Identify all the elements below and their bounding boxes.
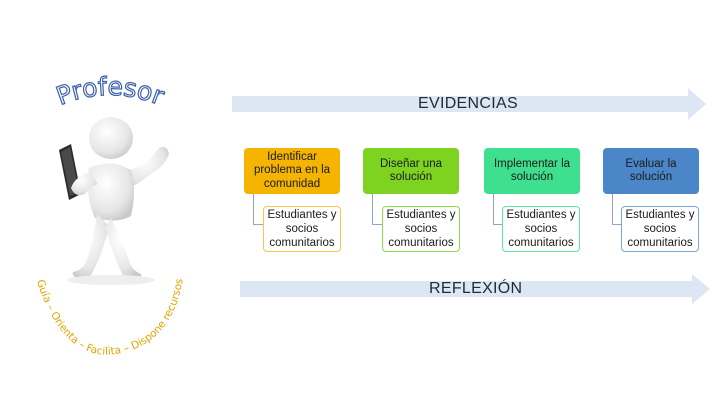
step-disenar: Diseñar una solución bbox=[363, 148, 459, 194]
substep-implementar-label: Estudiantes y socios comunitarios bbox=[506, 209, 576, 249]
substep-identificar: Estudiantes y socios comunitarios bbox=[263, 206, 341, 252]
step-identificar-label: Identificar problema en la comunidad bbox=[253, 150, 331, 190]
step-identificar: Identificar problema en la comunidad bbox=[244, 148, 340, 194]
evidencias-arrow bbox=[232, 88, 706, 120]
substep-implementar: Estudiantes y socios comunitarios bbox=[502, 206, 580, 252]
substep-identificar-label: Estudiantes y socios comunitarios bbox=[267, 209, 337, 249]
substep-disenar-label: Estudiantes y socios comunitarios bbox=[386, 209, 456, 249]
step-evaluar: Evaluar la solución bbox=[603, 148, 699, 194]
step-disenar-connector bbox=[372, 194, 383, 225]
svg-text:Guía – Orienta – Facilita – Di: Guía – Orienta – Facilita – Dispone recu… bbox=[34, 278, 186, 358]
substep-evaluar: Estudiantes y socios comunitarios bbox=[621, 206, 699, 252]
step-implementar: Implementar la solución bbox=[484, 148, 580, 194]
profesor-caption: Guía – Orienta – Facilita – Dispone recu… bbox=[34, 278, 186, 358]
svg-text:Profesor: Profesor bbox=[52, 72, 168, 111]
profesor-title: Profesor bbox=[52, 71, 169, 111]
step-evaluar-connector bbox=[612, 194, 623, 225]
step-implementar-connector bbox=[493, 194, 504, 225]
profesor-caption-text: Guía – Orienta – Facilita – Dispone recu… bbox=[34, 278, 186, 358]
step-disenar-label: Diseñar una solución bbox=[379, 157, 442, 184]
reflexion-label: REFLEXIÓN bbox=[429, 280, 523, 297]
step-evaluar-label: Evaluar la solución bbox=[625, 157, 677, 184]
substep-disenar: Estudiantes y socios comunitarios bbox=[382, 206, 460, 252]
step-identificar-connector bbox=[253, 194, 264, 225]
reflexion-arrow bbox=[240, 274, 710, 304]
substep-evaluar-label: Estudiantes y socios comunitarios bbox=[625, 209, 695, 249]
teacher-figure-icon bbox=[59, 117, 169, 285]
profesor-title-text: Profesor bbox=[52, 71, 169, 111]
evidencias-label: EVIDENCIAS bbox=[418, 95, 518, 112]
step-implementar-label: Implementar la solución bbox=[493, 157, 571, 184]
